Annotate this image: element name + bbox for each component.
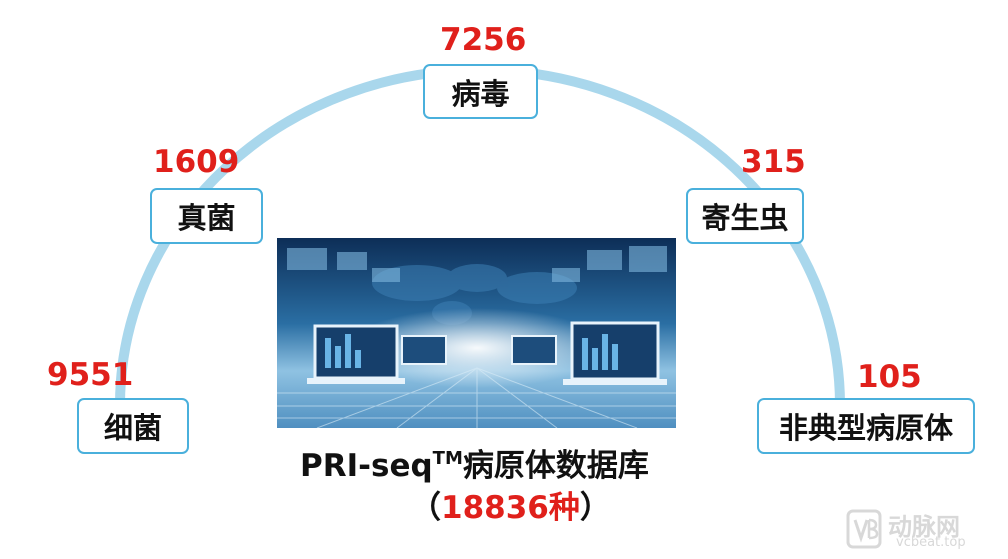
database-name-suffix: 病原体数据库 — [462, 448, 649, 484]
count-bacteria: 9551 — [47, 357, 134, 393]
count-atypical: 105 — [857, 359, 922, 395]
data-center-image — [277, 238, 676, 428]
node-virus: 病毒 — [423, 64, 538, 119]
database-illustration — [277, 238, 676, 428]
database-title: PRI-seqTM病原体数据库 — [300, 440, 740, 485]
close-paren: ） — [579, 490, 611, 526]
trademark-mark: TM — [432, 448, 463, 469]
node-atypical: 非典型病原体 — [757, 398, 975, 454]
watermark: 动脉网 vcbeat.top — [846, 507, 996, 551]
database-name-prefix: PRI-seq — [300, 448, 433, 484]
node-fungi: 真菌 — [150, 188, 263, 244]
node-bacteria: 细菌 — [77, 398, 189, 454]
count-parasite: 315 — [741, 144, 806, 180]
count-virus: 7256 — [440, 22, 527, 58]
watermark-brand: 动脉网 — [888, 513, 960, 541]
vb-logo-icon — [846, 509, 882, 549]
database-total: （18836种） — [410, 482, 611, 527]
node-parasite: 寄生虫 — [686, 188, 804, 244]
count-fungi: 1609 — [153, 144, 240, 180]
watermark-url: vcbeat.top — [896, 535, 966, 550]
database-total-count: 18836种 — [441, 490, 580, 526]
open-paren: （ — [410, 490, 441, 526]
